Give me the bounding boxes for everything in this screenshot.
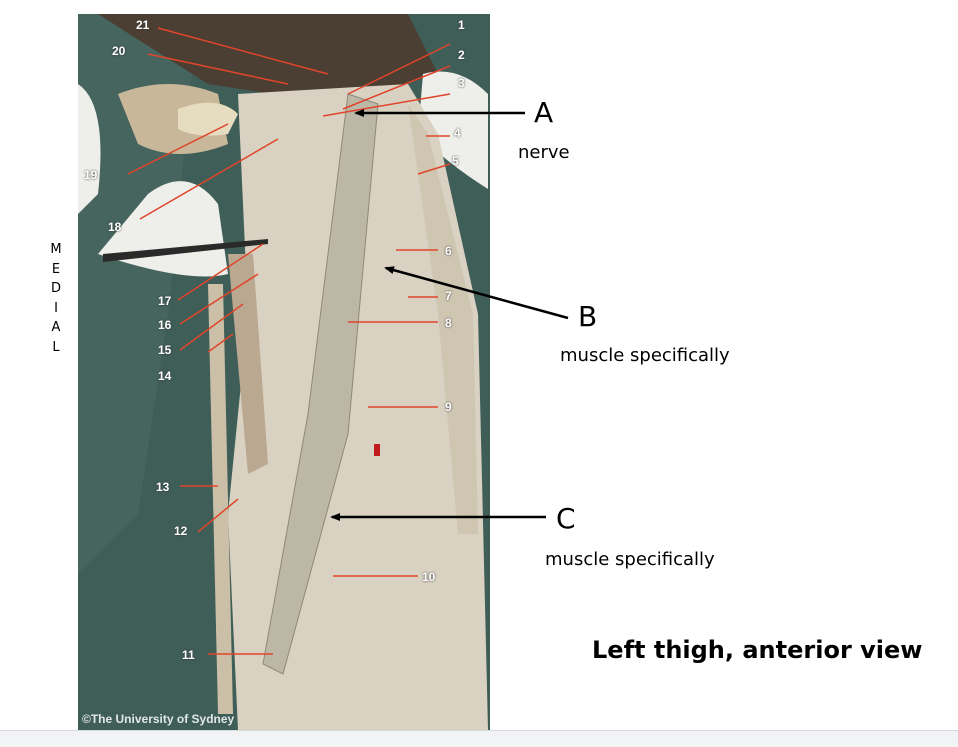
label-number: 10 <box>422 570 436 584</box>
label-number: 21 <box>136 18 150 32</box>
label-number: 4 <box>454 126 461 140</box>
label-a-text: nerve <box>518 142 570 163</box>
label-number: 2 <box>458 48 465 62</box>
label-number: 1 <box>458 18 465 32</box>
label-number: 9 <box>445 400 452 414</box>
label-number: 12 <box>174 524 188 538</box>
label-number: 18 <box>108 220 122 234</box>
label-number: 7 <box>445 289 452 303</box>
label-c-text: muscle specifically <box>545 549 715 570</box>
label-b-text: muscle specifically <box>560 345 730 366</box>
medial-letter: L <box>52 339 60 355</box>
label-number: 17 <box>158 294 172 308</box>
label-b-letter: B <box>578 300 598 333</box>
label-number: 5 <box>452 154 459 168</box>
dissection-photo: 1 2 3 4 5 6 7 8 9 10 11 12 13 14 15 16 1… <box>78 14 490 730</box>
label-number: 14 <box>158 369 172 383</box>
medial-letter: D <box>50 281 61 296</box>
label-c-letter: C <box>556 502 576 535</box>
footer-bar <box>0 730 958 747</box>
label-number: 3 <box>458 76 465 90</box>
arrow-b <box>384 266 569 320</box>
label-number: 8 <box>445 316 452 330</box>
label-number: 11 <box>182 648 195 662</box>
label-number: 19 <box>84 168 98 182</box>
label-number: 15 <box>158 343 172 357</box>
medial-letter: E <box>51 261 61 277</box>
label-a-letter: A <box>534 96 554 129</box>
medial-letter: I <box>54 300 58 316</box>
label-number: 13 <box>156 480 170 494</box>
label-number: 20 <box>112 44 126 58</box>
label-number: 6 <box>445 244 452 258</box>
figure-title: Left thigh, anterior view <box>592 636 923 664</box>
medial-letter: M <box>50 242 62 257</box>
copyright-watermark: ©The University of Sydney <box>82 712 235 726</box>
medial-letter: A <box>51 320 61 335</box>
medial-orientation-label: M E D I A L <box>48 240 64 357</box>
dissection-illustration <box>78 14 490 730</box>
label-number: 16 <box>158 318 172 332</box>
